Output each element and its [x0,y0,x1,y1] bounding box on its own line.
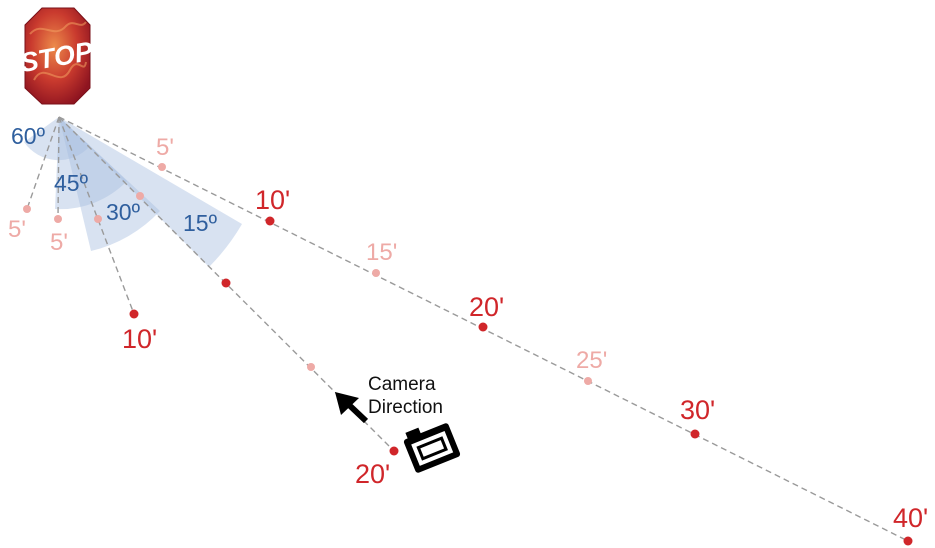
distance-label-diag-30ft: 30' [680,395,715,425]
marker-15-20ft [390,447,399,456]
distance-markers [23,163,913,546]
marker-diag-30ft [691,430,700,439]
marker-diag-20ft [479,323,488,332]
distance-label-diag-15ft: 15' [366,239,397,266]
marker-15-15ft [307,363,315,371]
marker-30-5ft [94,215,102,223]
stop-sign: STOP [18,8,96,104]
distance-label-diag-40ft: 40' [893,503,928,533]
distance-label-diag-5ft: 5' [156,134,174,161]
distance-label-diag-20ft: 20' [469,292,504,322]
angle-label-45: 45º [54,170,89,196]
marker-15-10ft [222,279,231,288]
marker-diag-40ft [904,537,913,546]
distance-label-diag-25ft: 25' [576,347,607,374]
camera-icon [401,417,461,474]
angle-label-15: 15º [183,210,218,236]
distance-label-60-5ft: 5' [8,216,26,243]
distance-label-45-5ft: 5' [50,229,68,256]
angle-label-30: 30º [106,199,141,225]
distance-label-15-20ft: 20' [355,459,390,489]
arrow-up-left-icon [335,392,366,421]
angle-label-60: 60º [11,123,46,149]
distance-label-30-10ft: 10' [122,324,157,354]
camera-label-line1: Camera [368,374,436,395]
marker-diag-25ft [584,377,592,385]
distance-label-diag-10ft: 10' [255,185,290,215]
marker-diag-10ft [266,217,275,226]
marker-diag-5ft [158,163,166,171]
camera-label-line2: Direction [368,397,443,418]
marker-30-10ft [130,310,139,319]
marker-60-5ft [23,205,31,213]
marker-diag-15ft [372,269,380,277]
marker-45-5ft [54,215,62,223]
